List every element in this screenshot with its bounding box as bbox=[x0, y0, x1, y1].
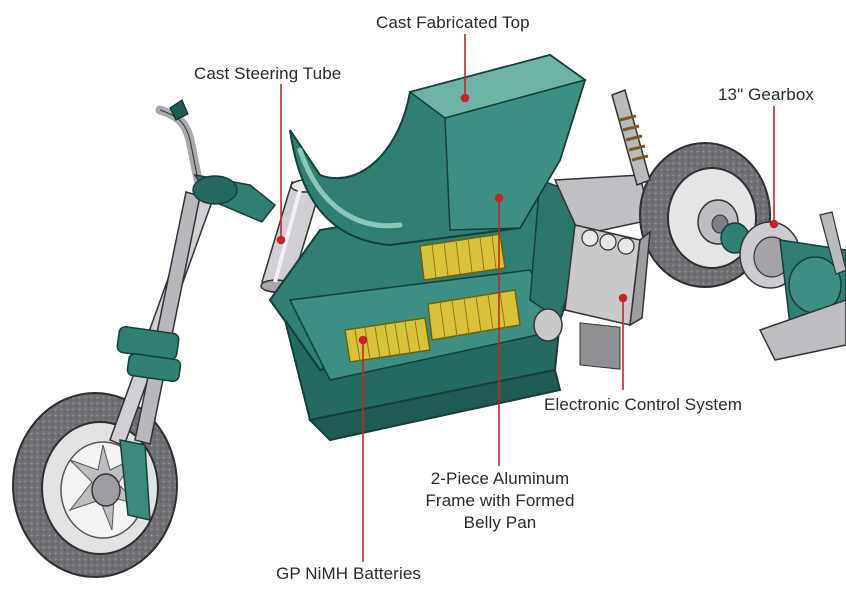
rear-shock bbox=[611, 89, 651, 186]
label-cast-steering-tube: Cast Steering Tube bbox=[194, 64, 342, 83]
front-forks bbox=[109, 188, 215, 521]
label-frame-line3: Belly Pan bbox=[463, 513, 537, 532]
handlebar bbox=[155, 99, 277, 223]
label-gp-nimh-batteries: GP NiMH Batteries bbox=[276, 564, 421, 583]
cast-fabricated-top bbox=[289, 53, 587, 247]
gearbox bbox=[720, 211, 846, 361]
label-frame-line2: Frame with Formed bbox=[425, 491, 575, 510]
leader-lines bbox=[276, 34, 779, 562]
label-frame-line1: 2-Piece Aluminum bbox=[430, 469, 570, 488]
label-gearbox: 13" Gearbox bbox=[718, 85, 814, 104]
label-cast-fabricated-top: Cast Fabricated Top bbox=[376, 13, 530, 32]
battery-packs bbox=[344, 233, 521, 363]
label-electronic-control-system: Electronic Control System bbox=[544, 395, 743, 414]
label-aluminum-frame: 2-Piece Aluminum Frame with Formed Belly… bbox=[405, 468, 595, 534]
